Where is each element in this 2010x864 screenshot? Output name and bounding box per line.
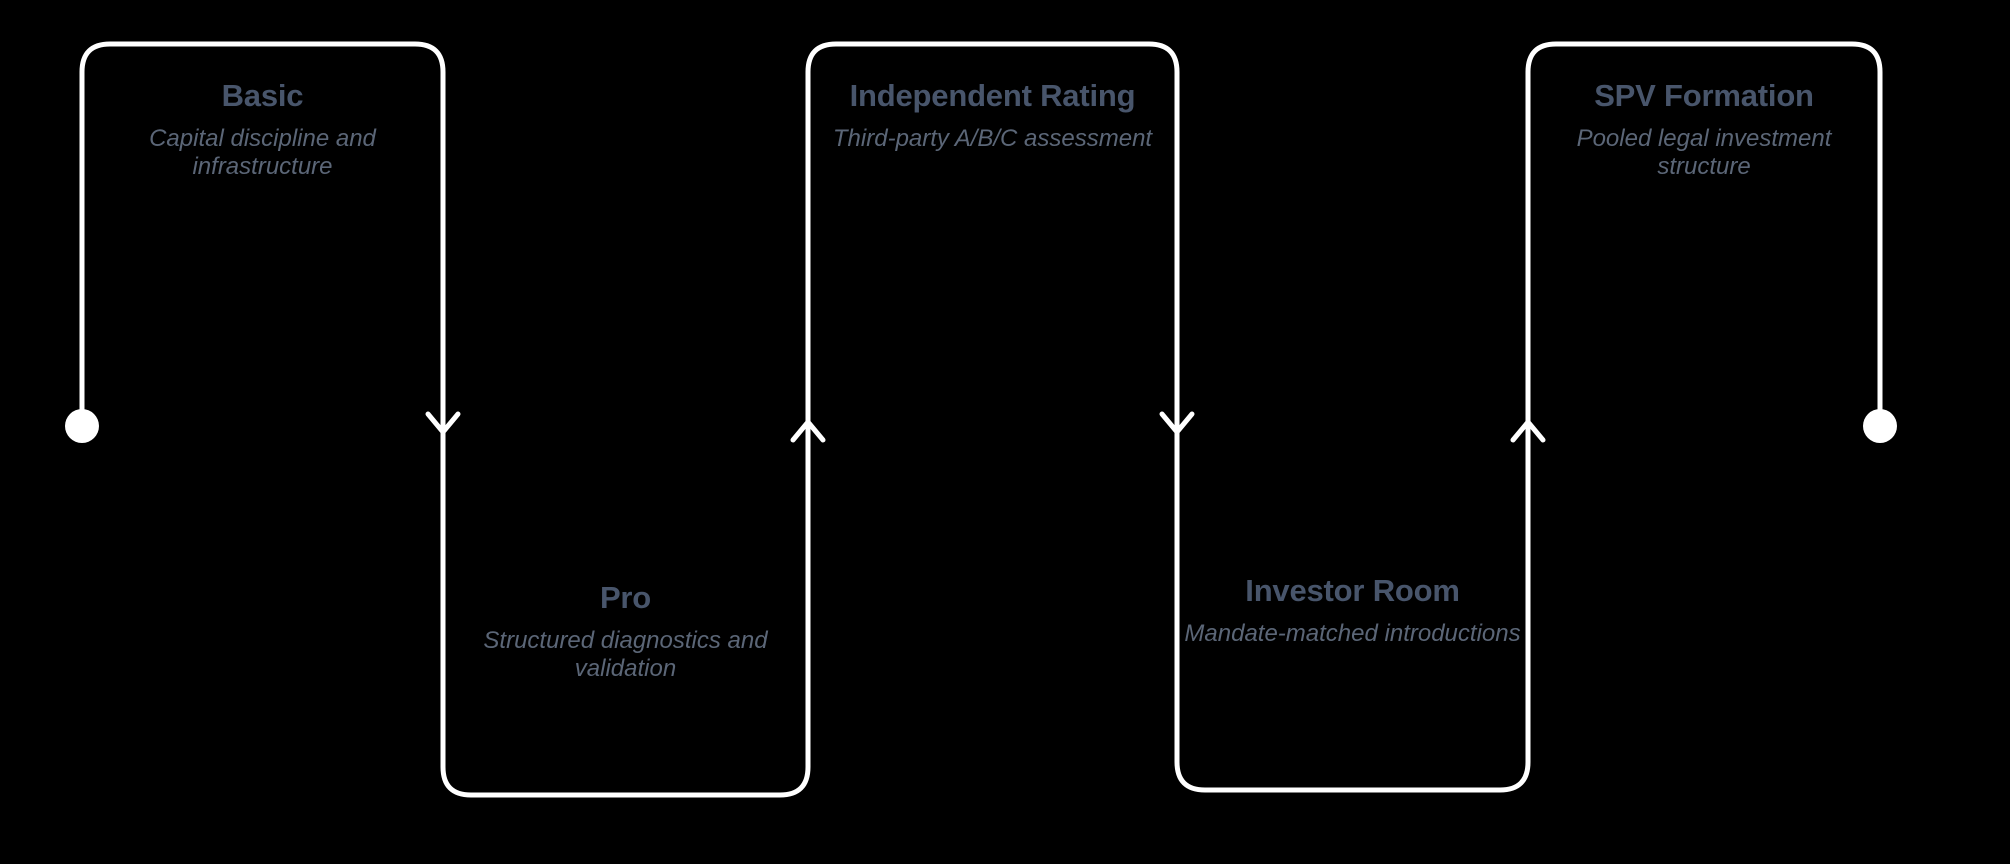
- end-dot: [1863, 409, 1897, 443]
- chevron-arrow-up-2: [1510, 419, 1546, 443]
- connector-segment-2: [440, 427, 811, 798]
- chevron-arrow-down-2: [1159, 411, 1195, 435]
- connector-segment-1: [79, 41, 446, 503]
- connector-segment-4: [1174, 427, 1531, 793]
- connector-segment-3: [805, 41, 1180, 503]
- start-dot: [65, 409, 99, 443]
- chevron-arrow-up-1: [790, 419, 826, 443]
- chevron-arrow-down-1: [425, 411, 461, 435]
- connector-segment-5: [1525, 41, 1883, 433]
